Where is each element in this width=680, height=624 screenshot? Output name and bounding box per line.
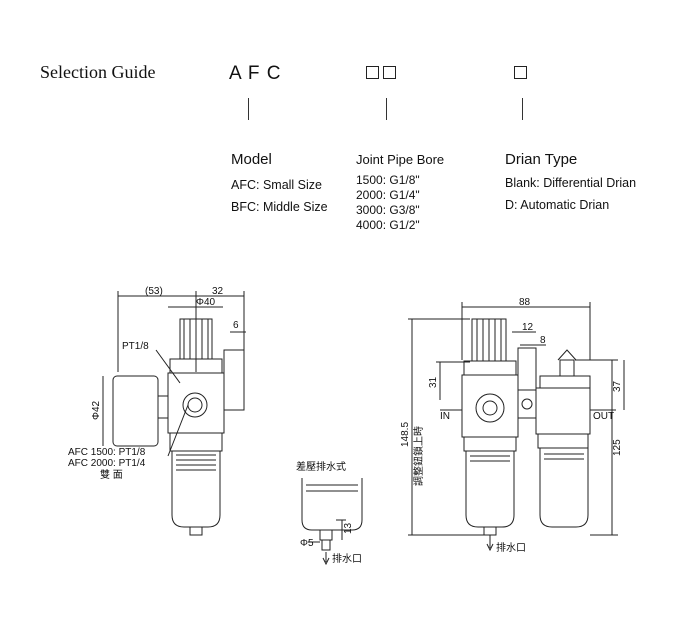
drain-detail-title: 差壓排水式: [296, 460, 346, 473]
bore-item: 2000: G1/4": [356, 188, 420, 202]
dim-125: 125: [612, 439, 623, 456]
drain-heading: Drian Type: [505, 151, 578, 168]
model-item: AFC: Small Size: [231, 178, 322, 192]
model-code: A F C: [229, 63, 282, 84]
bore-item: 3000: G3/8": [356, 203, 420, 217]
dim-note: 調整鈕鎖上時: [412, 426, 425, 486]
afc2000-label: AFC 2000: PT1/4: [68, 458, 146, 469]
out-label: OUT: [593, 411, 614, 422]
dim-13: 13: [343, 522, 354, 534]
model-heading: Model: [231, 151, 272, 168]
bore-leader: [386, 98, 387, 120]
bore-item: 4000: G1/2": [356, 218, 420, 232]
dim-phi42: Φ42: [91, 400, 102, 420]
dim-6: 6: [233, 320, 239, 331]
bore-item: 1500: G1/8": [356, 173, 420, 187]
afc1500-label: AFC 1500: PT1/8: [68, 447, 146, 458]
dim-31: 31: [428, 376, 439, 388]
dim-148-5: 148.5: [400, 422, 411, 447]
left-filter-regulator: [102, 291, 246, 536]
dim-37: 37: [612, 380, 623, 392]
dim-32: 32: [212, 286, 224, 297]
drain-item: Blank: Differential Drian: [505, 176, 637, 190]
both-sides-label: 雙 面: [100, 468, 123, 481]
drain-code-box: [514, 66, 527, 84]
dim-12: 12: [522, 322, 534, 333]
bore-heading: Joint Pipe Bore: [356, 152, 445, 167]
model-leader: [248, 98, 249, 120]
dim-88: 88: [519, 297, 531, 308]
drain-item: D: Automatic Drian: [505, 198, 610, 212]
right-combination-unit: [408, 302, 625, 552]
right-outlet-label: 排水口: [496, 541, 526, 554]
dim-8: 8: [540, 335, 546, 346]
port-pt-label: PT1/8: [122, 341, 149, 352]
drain-outlet-label: 排水口: [332, 552, 362, 565]
dim-53: (53): [145, 286, 163, 297]
dim-phi5: Φ5: [300, 538, 314, 549]
in-label: IN: [440, 411, 450, 422]
bore-code-boxes: [366, 66, 397, 84]
guide-title: Selection Guide: [40, 62, 156, 82]
drain-detail-drawing: [301, 478, 363, 566]
dim-phi40: Φ40: [196, 297, 216, 308]
drain-leader: [522, 98, 523, 120]
model-item: BFC: Middle Size: [231, 200, 328, 214]
